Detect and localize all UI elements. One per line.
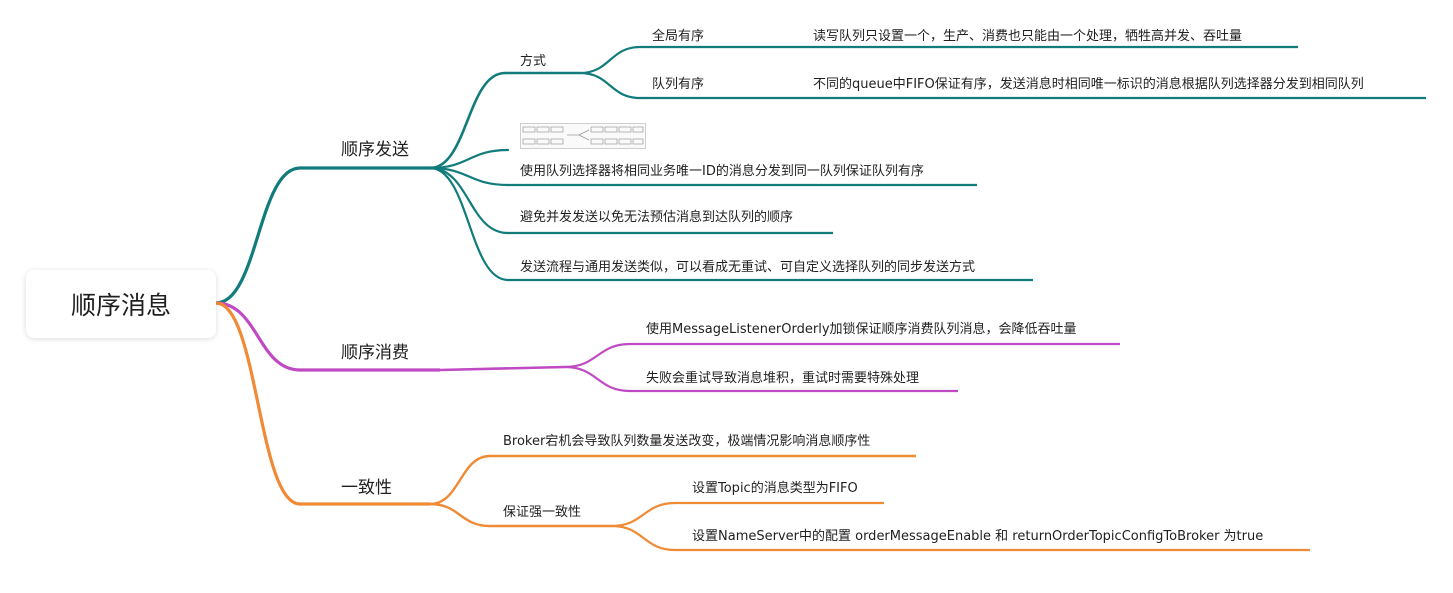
- node-retry-backlog[interactable]: 失败会重试导致消息堆积，重试时需要特殊处理: [646, 371, 920, 386]
- node-broker-down[interactable]: Broker宕机会导致队列数量发送改变，极端情况影响消息顺序性: [503, 434, 871, 449]
- connector-strong-nameserver: [610, 524, 677, 552]
- node-listener-orderly[interactable]: 使用MessageListenerOrderly加锁保证顺序消费队列消息，会降低…: [646, 322, 1077, 337]
- connector-consistency-broker: [428, 454, 492, 506]
- node-strong-consistency[interactable]: 保证强一致性: [503, 505, 582, 520]
- connector-root-send: [214, 166, 302, 305]
- node-global-order[interactable]: 全局有序: [652, 29, 705, 44]
- node-queue-order[interactable]: 队列有序: [652, 77, 705, 92]
- connector-consume-listener: [563, 342, 632, 369]
- connector-consistency-strong: [428, 502, 492, 528]
- node-queue-order-detail[interactable]: 不同的queue中FIFO保证有序，发送消息时相同唯一标识的消息根据队列选择器分…: [813, 77, 1364, 92]
- node-topic-fifo[interactable]: 设置Topic的消息类型为FIFO: [692, 481, 858, 496]
- connector-consume-retry: [563, 365, 632, 393]
- node-avoid-concurrency[interactable]: 避免并发发送以免无法预估消息到达队列的顺序: [520, 210, 794, 225]
- root-label: 顺序消息: [70, 291, 171, 320]
- connector-method-queue: [578, 71, 642, 100]
- node-send-flow[interactable]: 发送流程与通用发送类似，可以看成无重试、可自定义选择队列的同步发送方式: [520, 260, 976, 275]
- root-node[interactable]: 顺序消息: [26, 270, 216, 338]
- connector-root-consistency: [214, 301, 302, 506]
- image-thumbnail-icon[interactable]: [520, 123, 646, 149]
- node-method[interactable]: 方式: [520, 54, 547, 69]
- connector-strong-topic: [610, 501, 677, 528]
- branch-sequential-consume[interactable]: 顺序消费: [341, 343, 409, 363]
- node-global-order-detail[interactable]: 读写队列只设置一个，生产、消费也只能由一个处理，牺牲高并发、吞吐量: [813, 29, 1243, 44]
- branch-sequential-send[interactable]: 顺序发送: [341, 140, 409, 160]
- node-queue-selector[interactable]: 使用队列选择器将相同业务唯一ID的消息分发到同一队列保证队列有序: [520, 164, 924, 179]
- underline-consume-ext: [439, 365, 566, 372]
- node-nameserver-config[interactable]: 设置NameServer中的配置 orderMessageEnable 和 re…: [692, 529, 1264, 544]
- connector-send-selector: [428, 166, 510, 187]
- connector-send-flow: [428, 166, 510, 282]
- connector-send-method: [428, 71, 507, 170]
- connector-method-global: [578, 45, 642, 75]
- connector-send-avoid: [428, 166, 510, 235]
- branch-consistency[interactable]: 一致性: [341, 478, 392, 498]
- connector-root-consume: [214, 301, 302, 372]
